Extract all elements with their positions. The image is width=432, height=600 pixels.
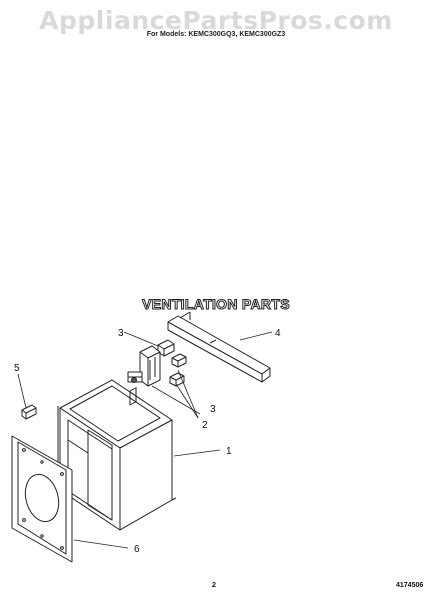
- part-4-bracket: [167, 311, 271, 383]
- callout-6: 6: [134, 544, 140, 555]
- part-3-upper-clip: [157, 339, 175, 357]
- callout-5: 5: [14, 363, 20, 374]
- watermark-text: AppliancePartsPros.com: [39, 6, 393, 35]
- callout-1: 1: [226, 446, 232, 457]
- part-3-lower-clip-b: [169, 372, 185, 387]
- part-1-duct-box: [57, 379, 177, 531]
- callout-4: 4: [275, 328, 281, 339]
- part-6-gasket-plate: [11, 435, 73, 563]
- callout-3-lower: 3: [210, 404, 216, 415]
- leader-lines: [17, 331, 273, 549]
- callout-2: 2: [202, 420, 208, 431]
- part-3-lower-clip-a: [171, 353, 187, 368]
- part-5-small-bracket: [21, 404, 37, 420]
- section-title: VENTILATION PARTS: [142, 296, 290, 313]
- page-number: 2: [212, 582, 216, 589]
- part-2-damper-assembly: [127, 345, 161, 387]
- document-number: 4174506: [396, 582, 424, 589]
- models-line: For Models: KEMC300GQ3, KEMC300GZ3: [146, 31, 286, 38]
- callout-3-upper: 3: [118, 328, 124, 339]
